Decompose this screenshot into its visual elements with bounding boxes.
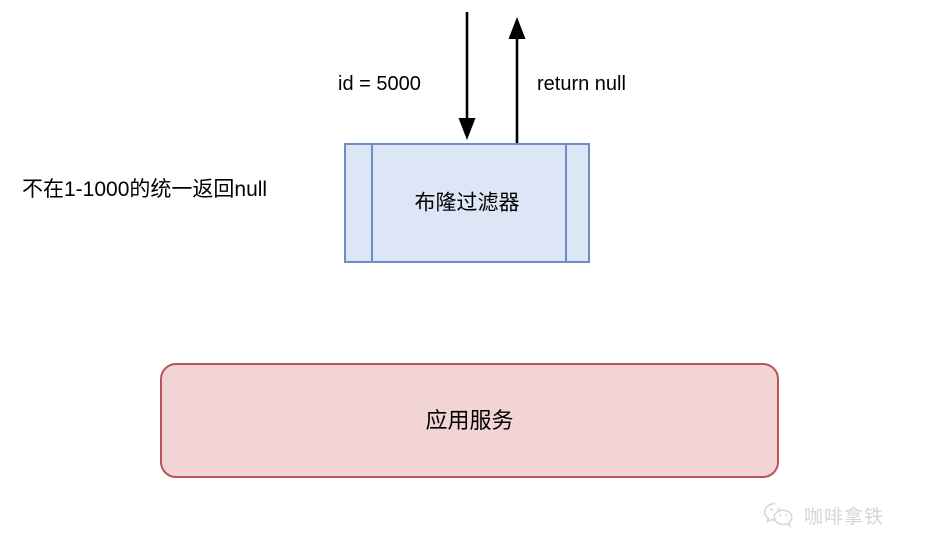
response-arrow — [508, 17, 526, 143]
application-service-node[interactable]: 应用服务 — [160, 363, 779, 478]
response-arrow-label: return null — [537, 73, 626, 95]
watermark: 咖啡拿铁 — [762, 501, 884, 529]
left-note-label: 不在1-1000的统一返回null — [22, 178, 268, 201]
bloom-filter-node[interactable]: 布隆过滤器 — [344, 143, 590, 263]
request-arrow — [458, 12, 476, 140]
bloom-filter-divider-right — [565, 145, 567, 261]
watermark-text: 咖啡拿铁 — [804, 506, 885, 528]
wechat-icon — [763, 502, 793, 528]
application-service-label: 应用服务 — [425, 407, 514, 433]
request-arrow-label: id = 5000 — [338, 73, 421, 95]
bloom-filter-label: 布隆过滤器 — [414, 191, 520, 215]
bloom-filter-divider-left — [371, 145, 373, 261]
